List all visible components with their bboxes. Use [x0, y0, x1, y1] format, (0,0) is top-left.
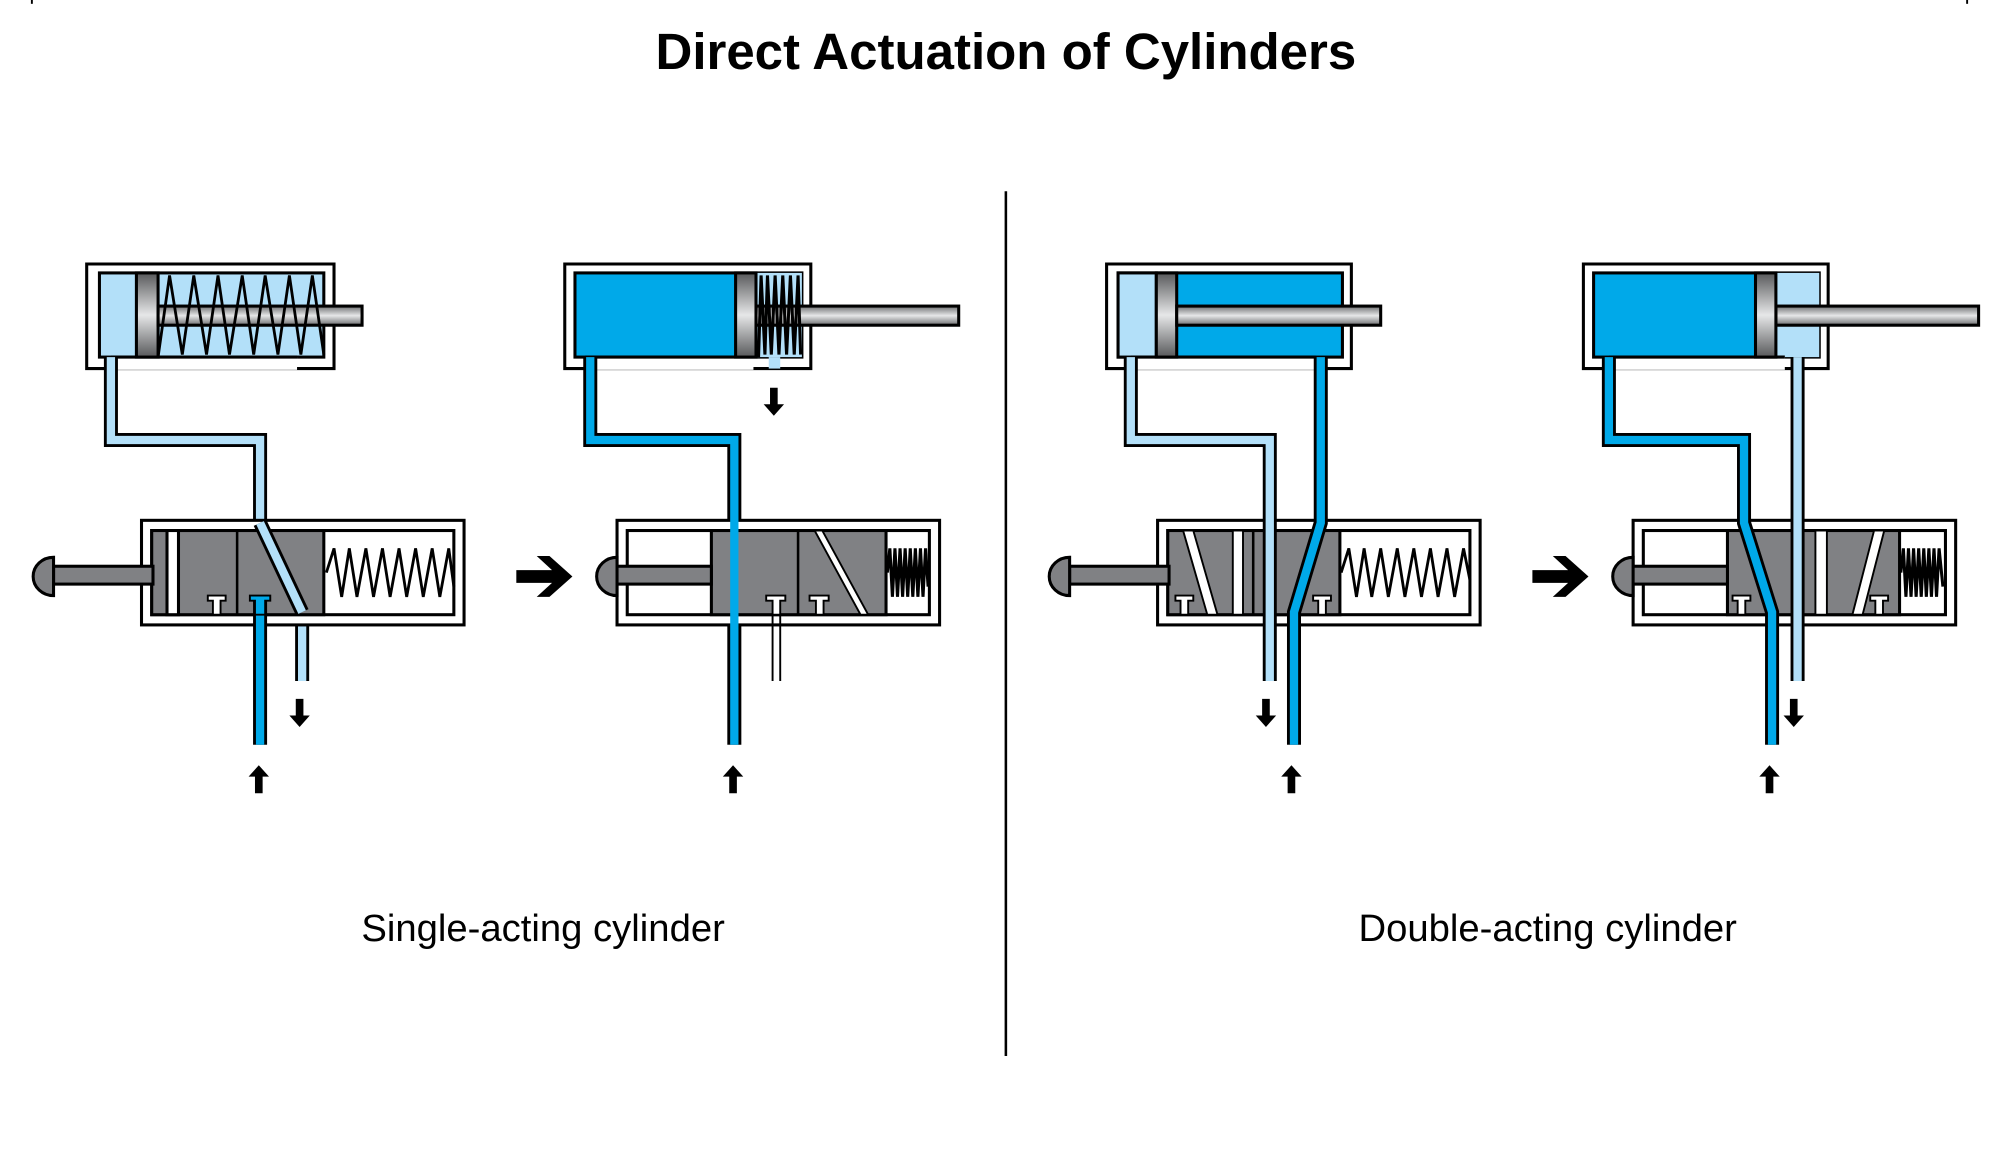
exhaust-arrow-down-icon	[289, 698, 310, 727]
valve-spring	[885, 548, 930, 597]
valve-spring	[325, 547, 456, 598]
supply-arrow-up-icon	[248, 765, 269, 794]
valve	[139, 518, 466, 627]
piston-rod	[1774, 304, 1981, 327]
double-acting-rest-state	[1047, 262, 1482, 794]
cylinder	[563, 262, 961, 371]
piston	[1753, 271, 1778, 359]
supply-arrow-up-icon	[1281, 765, 1302, 794]
pushbutton	[595, 555, 713, 598]
return-spring	[156, 275, 326, 358]
exhaust-arrow-down-icon	[763, 387, 785, 416]
compressed-spring	[757, 275, 803, 358]
cylinder	[85, 262, 364, 371]
piston-rod	[1175, 304, 1383, 327]
piston	[134, 271, 160, 359]
piston	[734, 271, 758, 359]
pushbutton	[1611, 555, 1729, 598]
single-acting-rest-state	[31, 262, 466, 794]
piston	[1154, 271, 1179, 359]
exhaust-arrow-down-icon	[1783, 698, 1804, 727]
single-acting-actuated-state	[563, 262, 961, 794]
pushbutton	[1047, 555, 1171, 598]
page-title: Direct Actuation of Cylinders	[655, 23, 1356, 80]
supply-arrow-up-icon	[1759, 765, 1780, 794]
double-acting-actuated-state	[1581, 262, 1981, 794]
cylinder	[1581, 262, 1981, 371]
cylinder	[1105, 262, 1383, 371]
valve-spring	[1899, 548, 1945, 597]
supply-arrow-up-icon	[722, 765, 744, 794]
transition-arrow-icon	[1532, 556, 1589, 597]
pushbutton	[31, 555, 155, 598]
exhaust-arrow-down-icon	[1255, 698, 1277, 727]
single-acting-caption: Single-acting cylinder	[361, 907, 725, 950]
blocked-exhaust-port	[771, 614, 782, 682]
double-acting-caption: Double-acting cylinder	[1359, 907, 1738, 950]
transition-arrow-icon	[516, 556, 573, 597]
valve-spring	[1339, 547, 1472, 598]
